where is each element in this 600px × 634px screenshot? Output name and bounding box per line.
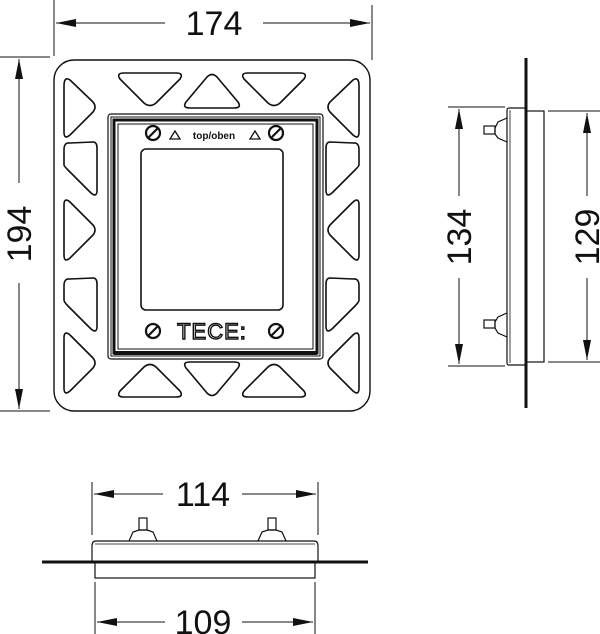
dimension-frame-height-134: 134 [441,106,505,367]
button-frame [107,113,324,360]
stud-icon [128,517,158,542]
bottom-body [94,561,316,579]
bottom-view: 114 109 [42,476,368,634]
bottom-frame [91,540,319,562]
dimension-label-body-height: 129 [569,209,600,266]
bottom-cutouts [117,361,307,398]
dimension-body-height-129: 129 [548,110,600,363]
side-body [525,110,545,363]
right-cutouts [325,78,360,394]
dimension-label-width: 174 [186,5,243,43]
screw-icon [267,124,285,142]
button-opening [140,148,284,311]
up-triangle-icon [168,129,182,140]
up-triangle-icon [248,129,262,140]
dimension-frame-width-114: 114 [91,476,319,535]
dimension-label-body-width: 109 [175,604,232,634]
dimension-label-frame-width: 114 [176,476,230,514]
dimension-label-height: 194 [1,206,39,263]
dimension-width-174: 174 [53,0,373,60]
dimension-body-width-109: 109 [94,582,316,634]
stud-icon [257,517,287,542]
front-view: 174 194 [0,0,373,412]
dimension-label-frame-height: 134 [441,209,479,266]
screw-icon [144,124,162,142]
screw-icon [144,322,162,340]
dimension-height-194: 194 [0,56,50,412]
brand-logo: TECE: [177,319,247,344]
top-cutouts [117,72,307,109]
stud-icon [483,117,508,143]
side-view: 134 129 [441,58,600,408]
orientation-label: top/oben [193,131,235,142]
left-cutouts [63,78,98,394]
screw-icon [267,322,285,340]
stud-icon [483,312,508,338]
mounting-plate [53,59,371,412]
